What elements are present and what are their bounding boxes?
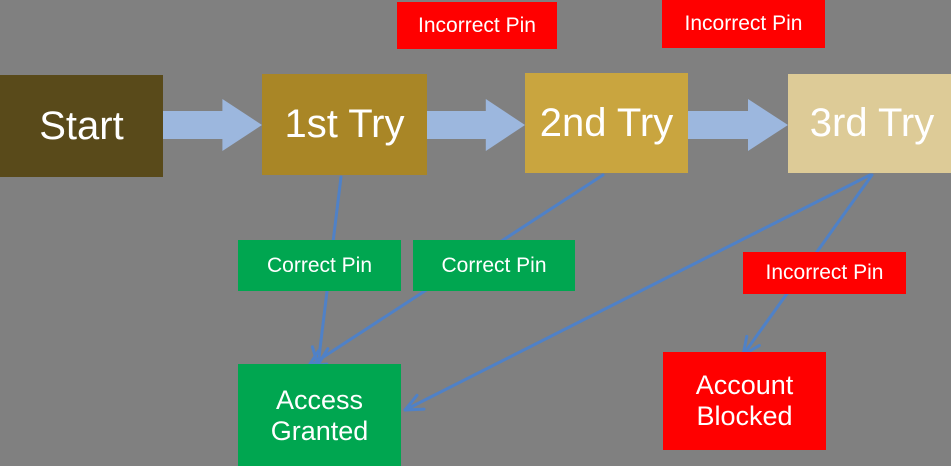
incorrect-pin-3[interactable]: Incorrect Pin	[743, 252, 906, 294]
node-access-granted[interactable]: Access Granted	[238, 364, 401, 466]
try3-to-access-granted	[403, 173, 872, 412]
2nd-try-to-3rd-try	[688, 99, 788, 151]
node-1st-try[interactable]: 1st Try	[262, 74, 427, 175]
node-3rd-try[interactable]: 3rd Try	[788, 74, 951, 173]
1st-try-to-2nd-try	[427, 99, 525, 151]
correct-pin-2[interactable]: Correct Pin	[413, 240, 575, 291]
node-start[interactable]: Start	[0, 75, 163, 177]
correct-pin-1[interactable]: Correct Pin	[238, 240, 401, 291]
node-account-blocked[interactable]: Account Blocked	[663, 352, 826, 450]
start-to-1st-try	[163, 99, 262, 151]
node-2nd-try[interactable]: 2nd Try	[525, 73, 688, 173]
incorrect-pin-2[interactable]: Incorrect Pin	[662, 0, 825, 48]
incorrect-pin-1[interactable]: Incorrect Pin	[397, 2, 557, 49]
